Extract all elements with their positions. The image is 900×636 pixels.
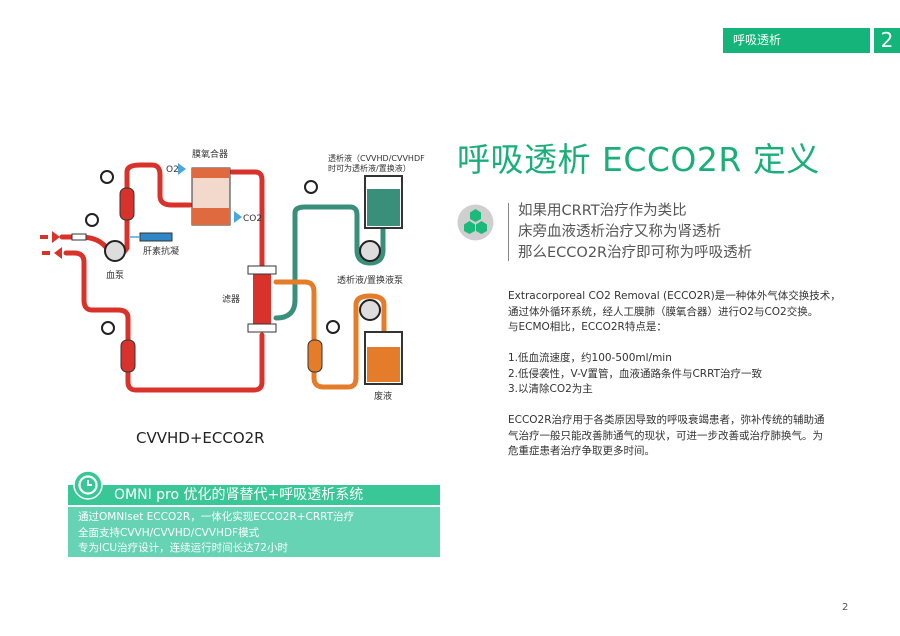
oxygenator-label: 膜氧合器 [192,148,228,160]
section-number: 2 [874,28,900,53]
dialysate-pump-label: 透析液/置换液泵 [337,274,403,286]
dialysate-line [273,204,386,321]
waste-line [273,279,387,390]
description-line: 3.以清除CO2为主 [508,383,593,395]
description-line: 与ECMO相比，ECCO2R特点是： [508,321,667,333]
blood-line-venous [63,250,265,393]
panel-body: 通过OMNIset ECCO2R，一体化实现ECCO2R+CRRT治疗 全面支持… [68,507,440,557]
analogy-line: 床旁血液透析治疗又称为肾透析 [518,224,721,240]
arrows [40,231,62,259]
description-line: 气治疗一般只能改善肺通气的现状，可进一步改善或治疗肺换气。为 [508,429,823,442]
molecule-icon [457,204,494,241]
dialysate-label: 透析液（CVVHD/CVVHDF [328,153,425,163]
description: Extracorporeal CO2 Removal (ECCO2R)是一种体外… [508,289,868,460]
analogy-line: 那么ECCO2R治疗即可称为呼吸透析 [518,245,753,261]
pump-icon [104,240,381,321]
page-title: 呼吸透析 ECCO2R 定义 [457,140,820,179]
analogy-line: 如果用CRRT治疗作为类比 [518,203,687,219]
description-line [508,398,868,414]
drip-chamber [307,339,323,373]
description-line: 2.低侵袭性，V-V置管，血液通路条件与CRRT治疗一致 [508,367,763,380]
panel-line: 全面支持CVVH/CVVHD/CVVHDF模式 [78,526,260,539]
dialysate-label-2: 时可为透析液/置换液） [328,163,411,173]
filter [253,272,271,328]
page-number: 2 [842,602,849,613]
waste-label: 废液 [374,390,392,402]
co2-label: CO2 [243,214,262,224]
drip-chamber [119,187,135,221]
pressure-gauge-icon [85,170,340,335]
description-line: 1.低血流速度，约100-500ml/min [508,352,672,364]
description-line: Extracorporeal CO2 Removal (ECCO2R)是一种体外… [508,290,841,302]
panel-title: OMNI pro 优化的肾替代+呼吸透析系统 [68,485,440,505]
divider [508,203,509,261]
blood-line-to-filter [229,169,265,268]
drip-chamber [120,339,136,373]
section-header: 呼吸透析 [723,28,870,53]
description-line [508,336,868,352]
clock-icon [73,470,103,500]
panel-line: 专为ICU治疗设计，连续运行时间长达72小时 [78,542,288,554]
analogy-text: 如果用CRRT治疗作为类比 床旁血液透析治疗又称为肾透析 那么ECCO2R治疗即… [518,201,752,264]
filter-label: 滤器 [222,293,240,305]
description-line: 通过体外循环系统，经人工膜肺（膜氧合器）进行O2与CO2交换。 [508,305,819,318]
heparin-label: 肝素抗凝 [143,245,179,257]
diagram-caption: CVVHD+ECCO2R [136,429,265,447]
description-line: ECCO2R治疗用于各类原因导致的呼吸衰竭患者，弥补传统的辅助通 [508,414,825,426]
ecco2r-circuit-diagram: 膜氧合器 O2 CO2 肝素抗凝 血泵 滤器 透析液（CVVHD/CVVHDF … [40,148,425,447]
panel-line: 通过OMNIset ECCO2R，一体化实现ECCO2R+CRRT治疗 [78,511,355,523]
description-line: 危重症患者治疗争取更多时间。 [508,445,655,457]
o2-label: O2 [166,165,179,175]
blood-pump-label: 血泵 [106,269,124,281]
heparin-syringe [139,232,173,242]
stopcock [71,233,87,241]
